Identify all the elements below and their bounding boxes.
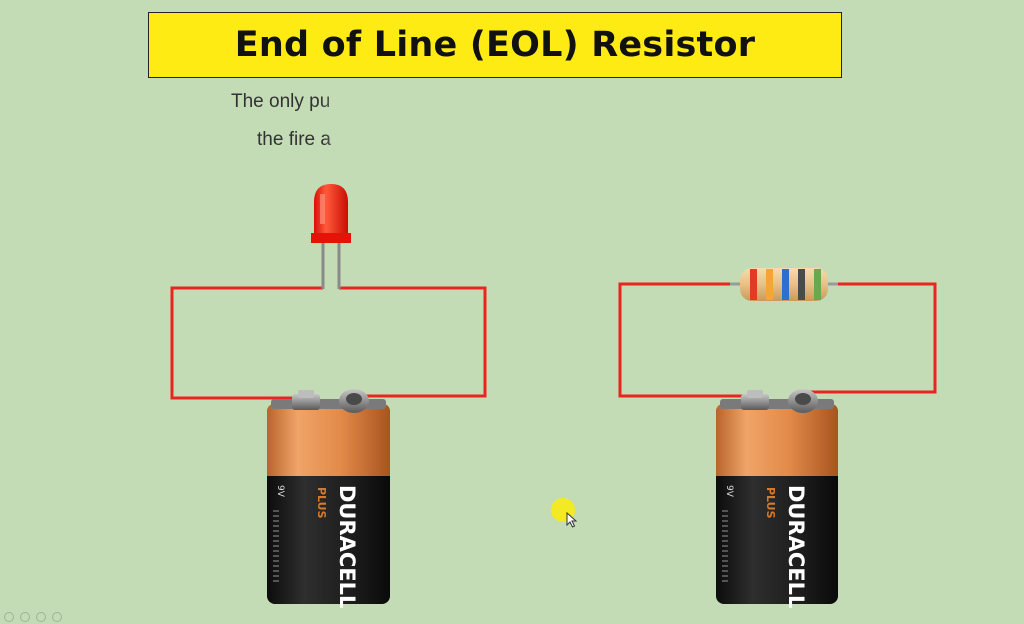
battery-right-terminal-plus (788, 389, 818, 413)
right-wire (618, 282, 937, 398)
subtitle-line-2: the fire a (257, 129, 331, 150)
battery-left: DURACELL PLUS 9V (267, 389, 390, 608)
control-dot-icon[interactable] (52, 612, 62, 622)
led-icon (311, 184, 351, 289)
battery-left-terminal-plus (339, 389, 369, 413)
battery-right-brand: DURACELL (784, 485, 808, 608)
control-dot-icon[interactable] (36, 612, 46, 622)
battery-right-voltage: 9V (724, 485, 734, 498)
title-box: End of Line (EOL) Resistor (148, 12, 842, 78)
resistor-icon (730, 268, 838, 301)
mouse-cursor-icon (566, 512, 578, 528)
battery-left-plus: PLUS (315, 487, 328, 519)
battery-right-terminal-minus (741, 390, 769, 410)
player-controls[interactable] (4, 612, 62, 622)
battery-right: DURACELL PLUS 9V (716, 389, 838, 608)
resistor-band (782, 269, 789, 300)
slide-title: End of Line (EOL) Resistor (234, 25, 756, 65)
resistor-band (814, 269, 821, 300)
resistor-bands (750, 269, 821, 300)
subtitle-line-1: The only pu (231, 91, 331, 112)
resistor-band (798, 269, 805, 300)
battery-left-voltage: 9V (275, 485, 285, 498)
resistor-band (766, 269, 773, 300)
left-wire (170, 286, 487, 400)
battery-right-plus: PLUS (764, 487, 777, 519)
control-dot-icon[interactable] (20, 612, 30, 622)
battery-left-brand: DURACELL (335, 485, 359, 608)
resistor-band (750, 269, 757, 300)
battery-left-terminal-minus (292, 390, 320, 410)
control-dot-icon[interactable] (4, 612, 14, 622)
